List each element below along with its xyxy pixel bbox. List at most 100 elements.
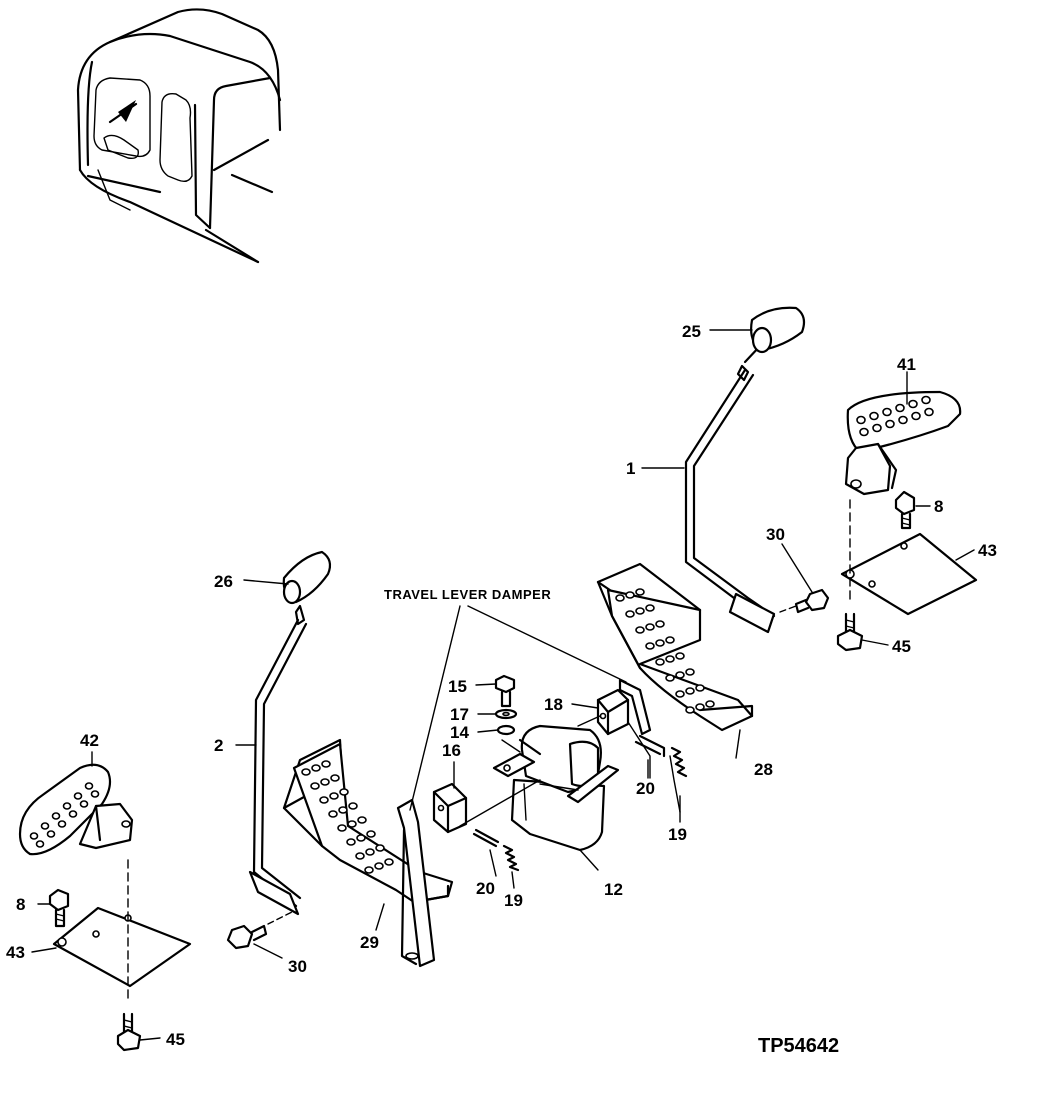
callout-30-right: 30 xyxy=(766,525,785,544)
tread-hole xyxy=(46,830,56,838)
nut-14 xyxy=(496,724,516,736)
tread-hole xyxy=(665,674,675,682)
tread-hole xyxy=(924,407,934,417)
tread-hole xyxy=(384,858,394,866)
tread-hole xyxy=(675,652,685,660)
callout-26: 26 xyxy=(214,572,233,591)
tread-hole xyxy=(635,607,645,615)
tread-hole xyxy=(375,844,385,852)
tread-hole xyxy=(655,620,665,628)
knob-26 xyxy=(282,550,332,605)
callout-45-right: 45 xyxy=(892,637,911,656)
callout-18: 18 xyxy=(544,695,563,714)
tread-hole xyxy=(665,636,675,644)
callout-8-right: 8 xyxy=(934,497,943,516)
tread-hole xyxy=(320,778,330,786)
tread-hole xyxy=(869,411,879,421)
tread-hole xyxy=(68,810,78,818)
knob-25 xyxy=(750,306,806,354)
callout-42: 42 xyxy=(80,731,99,750)
tread-hole xyxy=(635,626,645,634)
tread-hole xyxy=(357,816,367,824)
tread-hole xyxy=(35,840,45,848)
tread-hole xyxy=(885,419,895,429)
pin-20-right xyxy=(634,734,666,758)
pedal-pad-41 xyxy=(844,390,962,496)
pedal-29 xyxy=(282,738,454,904)
plate-43-left xyxy=(52,859,192,1001)
callout-45-left: 45 xyxy=(166,1030,185,1049)
pedal-pad-42 xyxy=(18,763,134,856)
cab-locator-inset xyxy=(76,8,282,264)
tread-hole xyxy=(79,800,89,808)
tread-hole xyxy=(365,848,375,856)
callout-labels: 25 41 1 30 8 43 45 26 2 15 17 14 18 16 2… xyxy=(6,322,997,1049)
tread-hole xyxy=(859,427,869,437)
tread-hole xyxy=(921,395,931,405)
tread-hole xyxy=(625,610,635,618)
tread-hole xyxy=(655,658,665,666)
tread-hole xyxy=(695,684,705,692)
tread-hole xyxy=(319,796,329,804)
callout-20-right: 20 xyxy=(636,779,655,798)
tread-hole xyxy=(90,790,100,798)
tread-hole xyxy=(898,415,908,425)
tread-hole xyxy=(685,687,695,695)
tread-hole xyxy=(911,411,921,421)
tread-hole xyxy=(625,591,635,599)
tread-hole xyxy=(347,820,357,828)
tread-hole xyxy=(635,588,645,596)
pin-20-left xyxy=(472,828,500,848)
left-travel-lever xyxy=(248,604,308,916)
damper-bracket-upper xyxy=(618,678,652,736)
tread-hole xyxy=(675,671,685,679)
tread-hole xyxy=(311,764,321,772)
tread-hole xyxy=(364,866,374,874)
damper-12 xyxy=(492,724,620,852)
tread-hole xyxy=(695,703,705,711)
callout-12: 12 xyxy=(604,880,623,899)
tread-hole xyxy=(348,802,358,810)
callout-8-left: 8 xyxy=(16,895,25,914)
bolt-45-left xyxy=(116,1012,142,1052)
tread-hole xyxy=(301,768,311,776)
tread-hole xyxy=(374,862,384,870)
tread-hole xyxy=(355,852,365,860)
tread-hole xyxy=(665,655,675,663)
callout-19-right: 19 xyxy=(668,825,687,844)
spring-19-right xyxy=(670,746,688,778)
tread-hole xyxy=(366,830,376,838)
tread-hole xyxy=(675,690,685,698)
washer-17 xyxy=(494,708,518,720)
callout-43-right: 43 xyxy=(978,541,997,560)
plate-43-right xyxy=(840,499,978,616)
callout-29: 29 xyxy=(360,933,379,952)
tread-hole xyxy=(62,802,72,810)
callout-1: 1 xyxy=(626,459,635,478)
tread-hole xyxy=(645,604,655,612)
callout-leaders xyxy=(31,329,975,1041)
bolt-30-right xyxy=(779,588,830,614)
bolt-8-right xyxy=(894,490,916,530)
tread-hole xyxy=(84,782,94,790)
callout-30-left: 30 xyxy=(288,957,307,976)
callout-17: 17 xyxy=(450,705,469,724)
tread-hole xyxy=(337,824,347,832)
tread-hole xyxy=(338,806,348,814)
tread-hole xyxy=(329,792,339,800)
pedal-28 xyxy=(596,562,754,732)
tread-hole xyxy=(908,399,918,409)
callout-15: 15 xyxy=(448,677,467,696)
tread-hole xyxy=(346,838,356,846)
callout-41: 41 xyxy=(897,355,916,374)
tread-hole xyxy=(310,782,320,790)
tread-hole xyxy=(655,639,665,647)
tread-hole xyxy=(57,820,67,828)
tread-hole xyxy=(29,832,39,840)
tread-hole xyxy=(705,700,715,708)
figure-id: TP54642 xyxy=(758,1035,839,1057)
tread-hole xyxy=(856,415,866,425)
assembly-lines xyxy=(459,715,681,827)
tread-hole xyxy=(330,774,340,782)
